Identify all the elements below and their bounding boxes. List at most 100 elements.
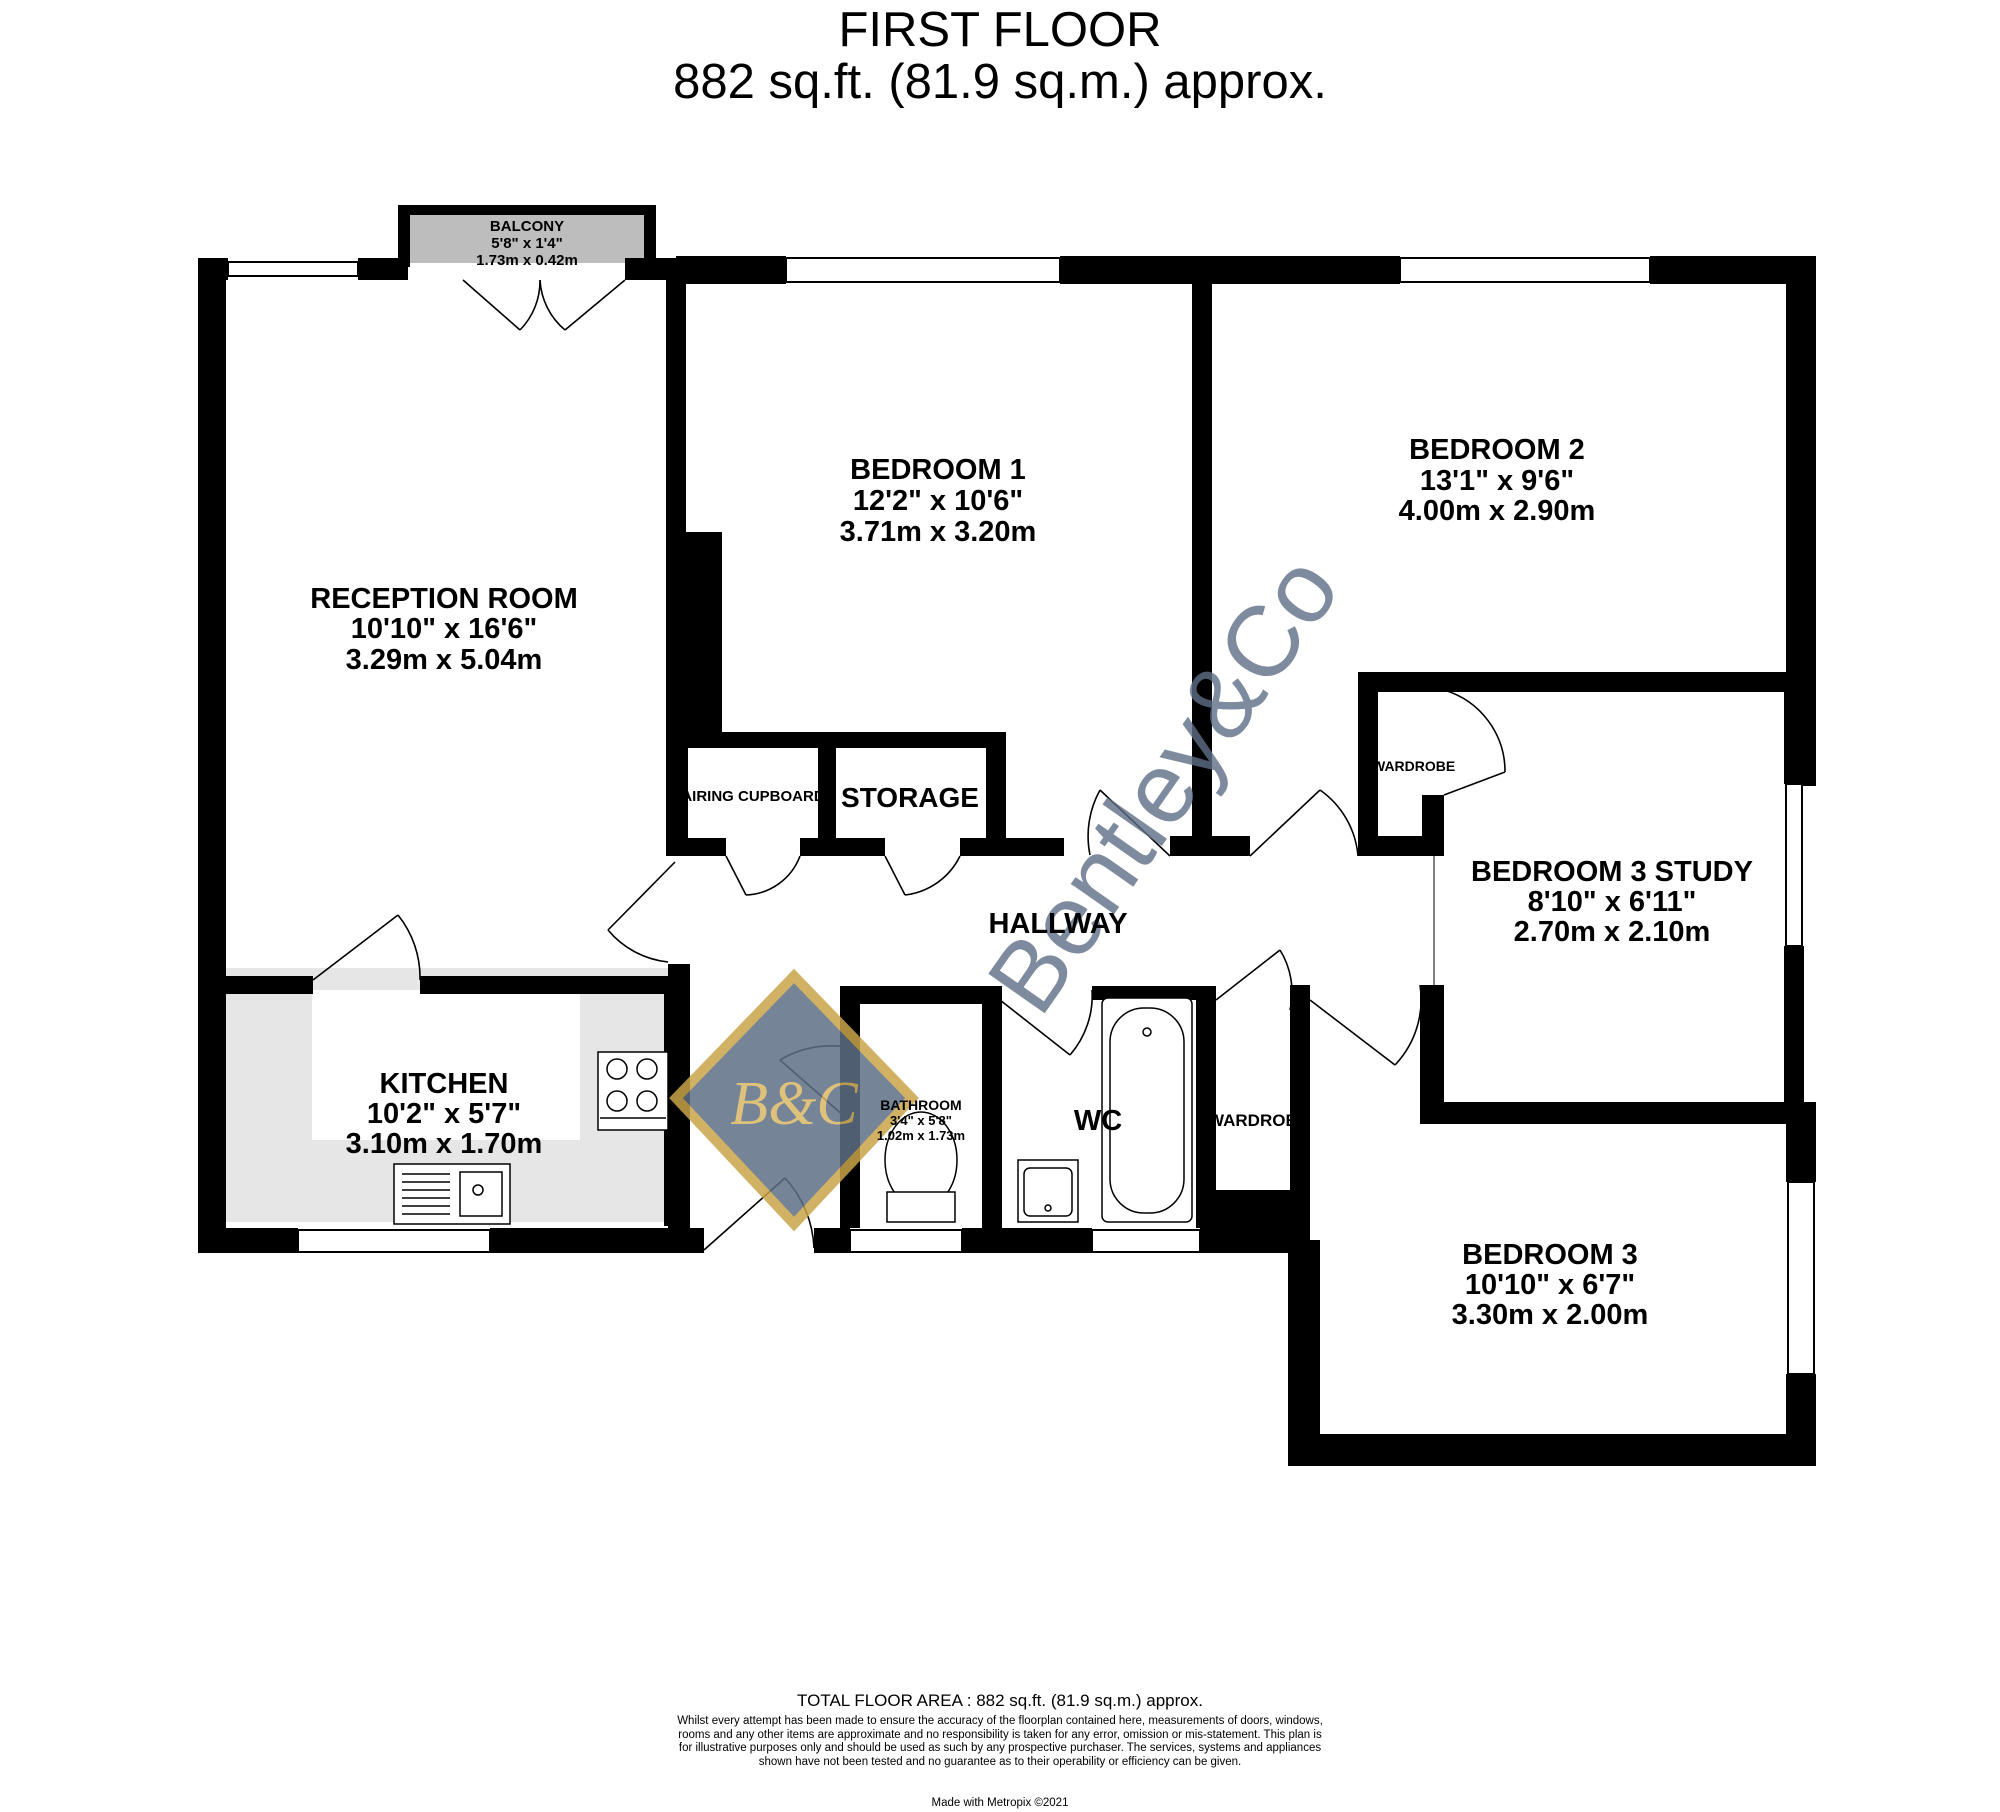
- watermark-text: Bentley&Co: [966, 536, 1361, 1033]
- bedroom3-name: BEDROOM 3: [1462, 1239, 1638, 1271]
- door-balcony-left: [462, 279, 541, 331]
- door-wc: [999, 989, 1093, 1056]
- wall-hall-bottom-left: [668, 1228, 704, 1253]
- wall-cupboard-bottom-b: [800, 838, 885, 856]
- study-imperial: 8'10" x 6'11": [1528, 886, 1697, 918]
- wall-wardrobe2-right: [1290, 985, 1310, 1265]
- bedroom1-metric: 3.71m x 3.20m: [840, 516, 1037, 548]
- basin-icon: [1017, 1159, 1079, 1223]
- bedroom3-metric: 3.30m x 2.00m: [1452, 1299, 1649, 1331]
- wall-left: [198, 258, 226, 1253]
- wall-kitchen-top-right: [420, 976, 688, 994]
- wall-bed1-top-left: [676, 256, 786, 284]
- wall-bath-top: [840, 986, 1000, 1004]
- wall-wc-bottom-right: [1200, 1228, 1310, 1253]
- wall-balcony-left: [398, 205, 410, 267]
- wardrobe-hall-label: WARDROBE: [1208, 1111, 1309, 1130]
- wall-cupboard-left: [666, 732, 688, 856]
- bath-icon: [1101, 997, 1193, 1223]
- wall-wardrobe2-bottom: [1208, 1190, 1290, 1230]
- door-bedroom3: [1309, 984, 1422, 1066]
- bedroom3-imperial: 10'10" x 6'7": [1465, 1269, 1635, 1301]
- wall-bath-bottom-left: [814, 1228, 850, 1253]
- door-reception: [607, 861, 676, 963]
- sink-icon: [393, 1163, 511, 1225]
- door-storage: [884, 855, 961, 896]
- wall-study-right-top: [1784, 672, 1804, 784]
- kitchen-metric: 3.10m x 1.70m: [346, 1128, 543, 1160]
- footer-made-with: Made with Metropix ©2021: [931, 1797, 1069, 1809]
- footer-total-area: TOTAL FLOOR AREA : 882 sq.ft. (81.9 sq.m…: [797, 1691, 1203, 1710]
- floor-title: FIRST FLOOR: [838, 3, 1162, 57]
- wc-name: WC: [1074, 1105, 1122, 1137]
- bedroom2-imperial: 13'1" x 9'6": [1420, 465, 1574, 497]
- balcony-name: BALCONY: [490, 218, 564, 235]
- watermark-monogram: B&C: [669, 968, 919, 1232]
- kitchen-name: KITCHEN: [380, 1068, 509, 1100]
- door-bedroom2: [1249, 789, 1359, 857]
- balcony-imperial: 5'8" x 1'4": [491, 235, 562, 252]
- study-metric: 2.70m x 2.10m: [1514, 916, 1711, 948]
- kitchen-clear-area: [312, 990, 580, 1140]
- watermark-monogram-text: B&C: [730, 1070, 858, 1138]
- bathroom-imperial: 3'4" x 5'8": [890, 1113, 952, 1128]
- wall-study-bottom: [1420, 1102, 1816, 1124]
- wall-kitchen-bottom-right: [490, 1228, 668, 1253]
- balcony-floor: [408, 213, 648, 263]
- window-bedroom1: [785, 257, 1061, 283]
- window-study: [1785, 783, 1803, 947]
- bathroom-name: BATHROOM: [880, 1097, 961, 1113]
- wall-bed1-right: [1192, 280, 1212, 855]
- balcony-metric: 1.73m x 0.42m: [476, 252, 578, 269]
- wall-balcony-top: [398, 205, 656, 215]
- wall-storage-bottom: [960, 838, 1064, 856]
- window-kitchen: [297, 1229, 491, 1253]
- window-bedroom2: [1399, 257, 1651, 283]
- wall-bed2-top-left: [1200, 256, 1400, 284]
- wall-cupboard-mid: [818, 732, 836, 856]
- bathroom-metric: 1.02m x 1.73m: [877, 1128, 965, 1143]
- room-labels: BALCONY 5'8" x 1'4" 1.73m x 0.42m RECEPT…: [310, 218, 1753, 1331]
- hallway-name: HALLWAY: [988, 908, 1127, 940]
- kitchen-imperial: 10'2" x 5'7": [367, 1098, 521, 1130]
- wall-wc-top: [1092, 986, 1210, 1000]
- wall-bed2-bottom: [1358, 672, 1786, 692]
- toilet-icon: [884, 1111, 958, 1223]
- window-reception: [227, 261, 359, 277]
- door-wardrobe: [1443, 689, 1506, 796]
- window-bathroom: [849, 1229, 963, 1253]
- reception-imperial: 10'10" x 16'6": [351, 613, 537, 645]
- walls: [198, 205, 1816, 1466]
- bedroom2-name: BEDROOM 2: [1409, 434, 1585, 466]
- wall-bath-bottom-right: [962, 1228, 1092, 1253]
- wall-bath-right: [982, 986, 1002, 1228]
- door-kitchen: [312, 914, 421, 981]
- wall-kitchen-bottom-left: [198, 1228, 298, 1253]
- wall-bed1-door-stub: [1170, 836, 1250, 856]
- wall-kitchen-top-left: [198, 976, 313, 994]
- cupboard-labels: AIRING CUPBOARD STORAGE WARDROBE WARDROB…: [688, 758, 1455, 1130]
- door-airing: [725, 855, 801, 896]
- window-wc: [1091, 1229, 1201, 1253]
- wall-cupboard-bottom-a: [666, 838, 726, 856]
- wall-wc-right: [1196, 986, 1216, 1228]
- door-wardrobe2: [1215, 949, 1293, 1011]
- wardrobe-study-label: WARDROBE: [1372, 758, 1455, 774]
- storage-label: STORAGE: [841, 782, 979, 813]
- wall-wardrobe-left: [1358, 672, 1378, 856]
- study-name: BEDROOM 3 STUDY: [1471, 856, 1753, 888]
- wall-study-left: [1420, 985, 1444, 1107]
- wall-storage-right: [986, 732, 1006, 856]
- wall-wardrobe-right: [1422, 795, 1444, 856]
- wall-balcony-right: [644, 205, 656, 267]
- reception-metric: 3.29m x 5.04m: [346, 644, 543, 676]
- door-balcony-right: [539, 279, 626, 331]
- windows: [227, 257, 1815, 1375]
- wall-reception-top-left: [198, 258, 228, 280]
- wall-bed3-right-top: [1786, 1102, 1816, 1182]
- wall-study-right-bottom: [1784, 946, 1804, 1106]
- wall-bed3-left: [1288, 1240, 1320, 1466]
- wall-reception-right: [666, 258, 686, 848]
- wall-bed1-inner-left: [686, 532, 722, 732]
- bedroom2-metric: 4.00m x 2.90m: [1399, 495, 1596, 527]
